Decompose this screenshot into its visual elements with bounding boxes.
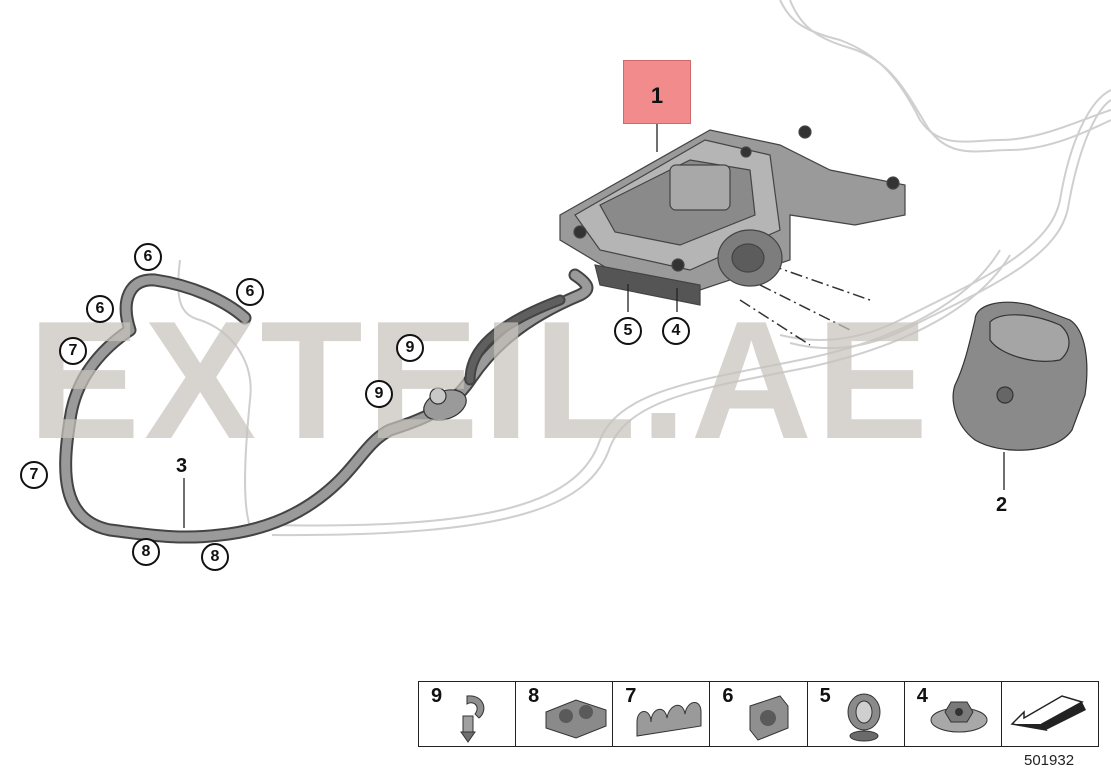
parts-legend: 9 8 7 6 (418, 681, 1099, 747)
callout-5[interactable]: 5 (614, 317, 642, 345)
push-rivet-clip-icon (460, 695, 485, 743)
part-3-label[interactable]: 3 (176, 455, 188, 477)
callout-6[interactable]: 6 (134, 243, 162, 271)
legend-cell[interactable]: 8 (516, 682, 614, 746)
legend-cell[interactable]: 9 (419, 682, 517, 746)
callout-6[interactable]: 6 (86, 295, 114, 323)
legend-cell[interactable]: 4 (905, 682, 1002, 746)
legend-cell[interactable]: 6 (710, 682, 808, 746)
callout-7[interactable]: 7 (20, 461, 48, 489)
legend-number: 4 (916, 685, 928, 707)
double-hose-clip-icon (545, 699, 607, 739)
legend-cell[interactable]: 7 (613, 682, 711, 746)
document-number: 501932 (1024, 752, 1075, 769)
callout-6[interactable]: 6 (236, 278, 264, 306)
legend-number: 6 (722, 685, 734, 707)
legend-number: 8 (528, 685, 540, 707)
legend-cell[interactable] (1002, 682, 1098, 746)
part-2-label[interactable]: 2 (996, 494, 1008, 516)
callout-8[interactable]: 8 (132, 538, 160, 566)
legend-number: 5 (819, 685, 831, 707)
single-hose-clip-icon (749, 695, 789, 741)
legend-cell[interactable]: 5 (808, 682, 905, 746)
callout-7[interactable]: 7 (59, 337, 87, 365)
part-1-callout[interactable]: 1 (623, 60, 691, 124)
callout-9[interactable]: 9 (365, 380, 393, 408)
watermark: EXTEIL.AE (28, 305, 933, 455)
legend-number: 7 (625, 685, 637, 707)
legend-number: 9 (431, 685, 443, 707)
callout-8[interactable]: 8 (201, 543, 229, 571)
rubber-grommet-icon (847, 693, 881, 742)
callout-4[interactable]: 4 (662, 317, 690, 345)
triple-hose-clip-icon (636, 702, 702, 737)
direction-arrow-icon (1010, 695, 1086, 732)
callout-9[interactable]: 9 (396, 334, 424, 362)
hex-nut-icon (930, 701, 988, 733)
